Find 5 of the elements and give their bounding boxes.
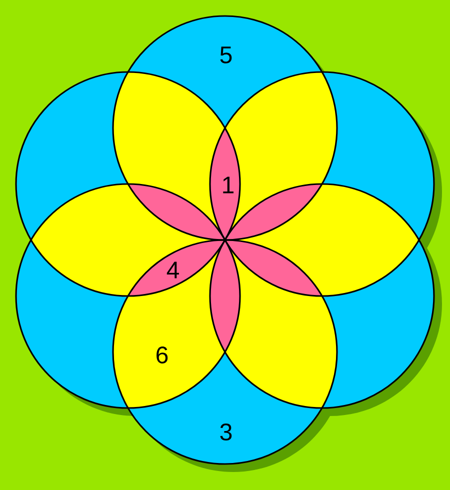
region-label: 4 xyxy=(166,262,179,278)
region-label: 1 xyxy=(223,176,234,194)
region-label: 3 xyxy=(220,424,232,440)
region-label: 6 xyxy=(156,346,168,364)
region-label: 5 xyxy=(220,46,232,64)
